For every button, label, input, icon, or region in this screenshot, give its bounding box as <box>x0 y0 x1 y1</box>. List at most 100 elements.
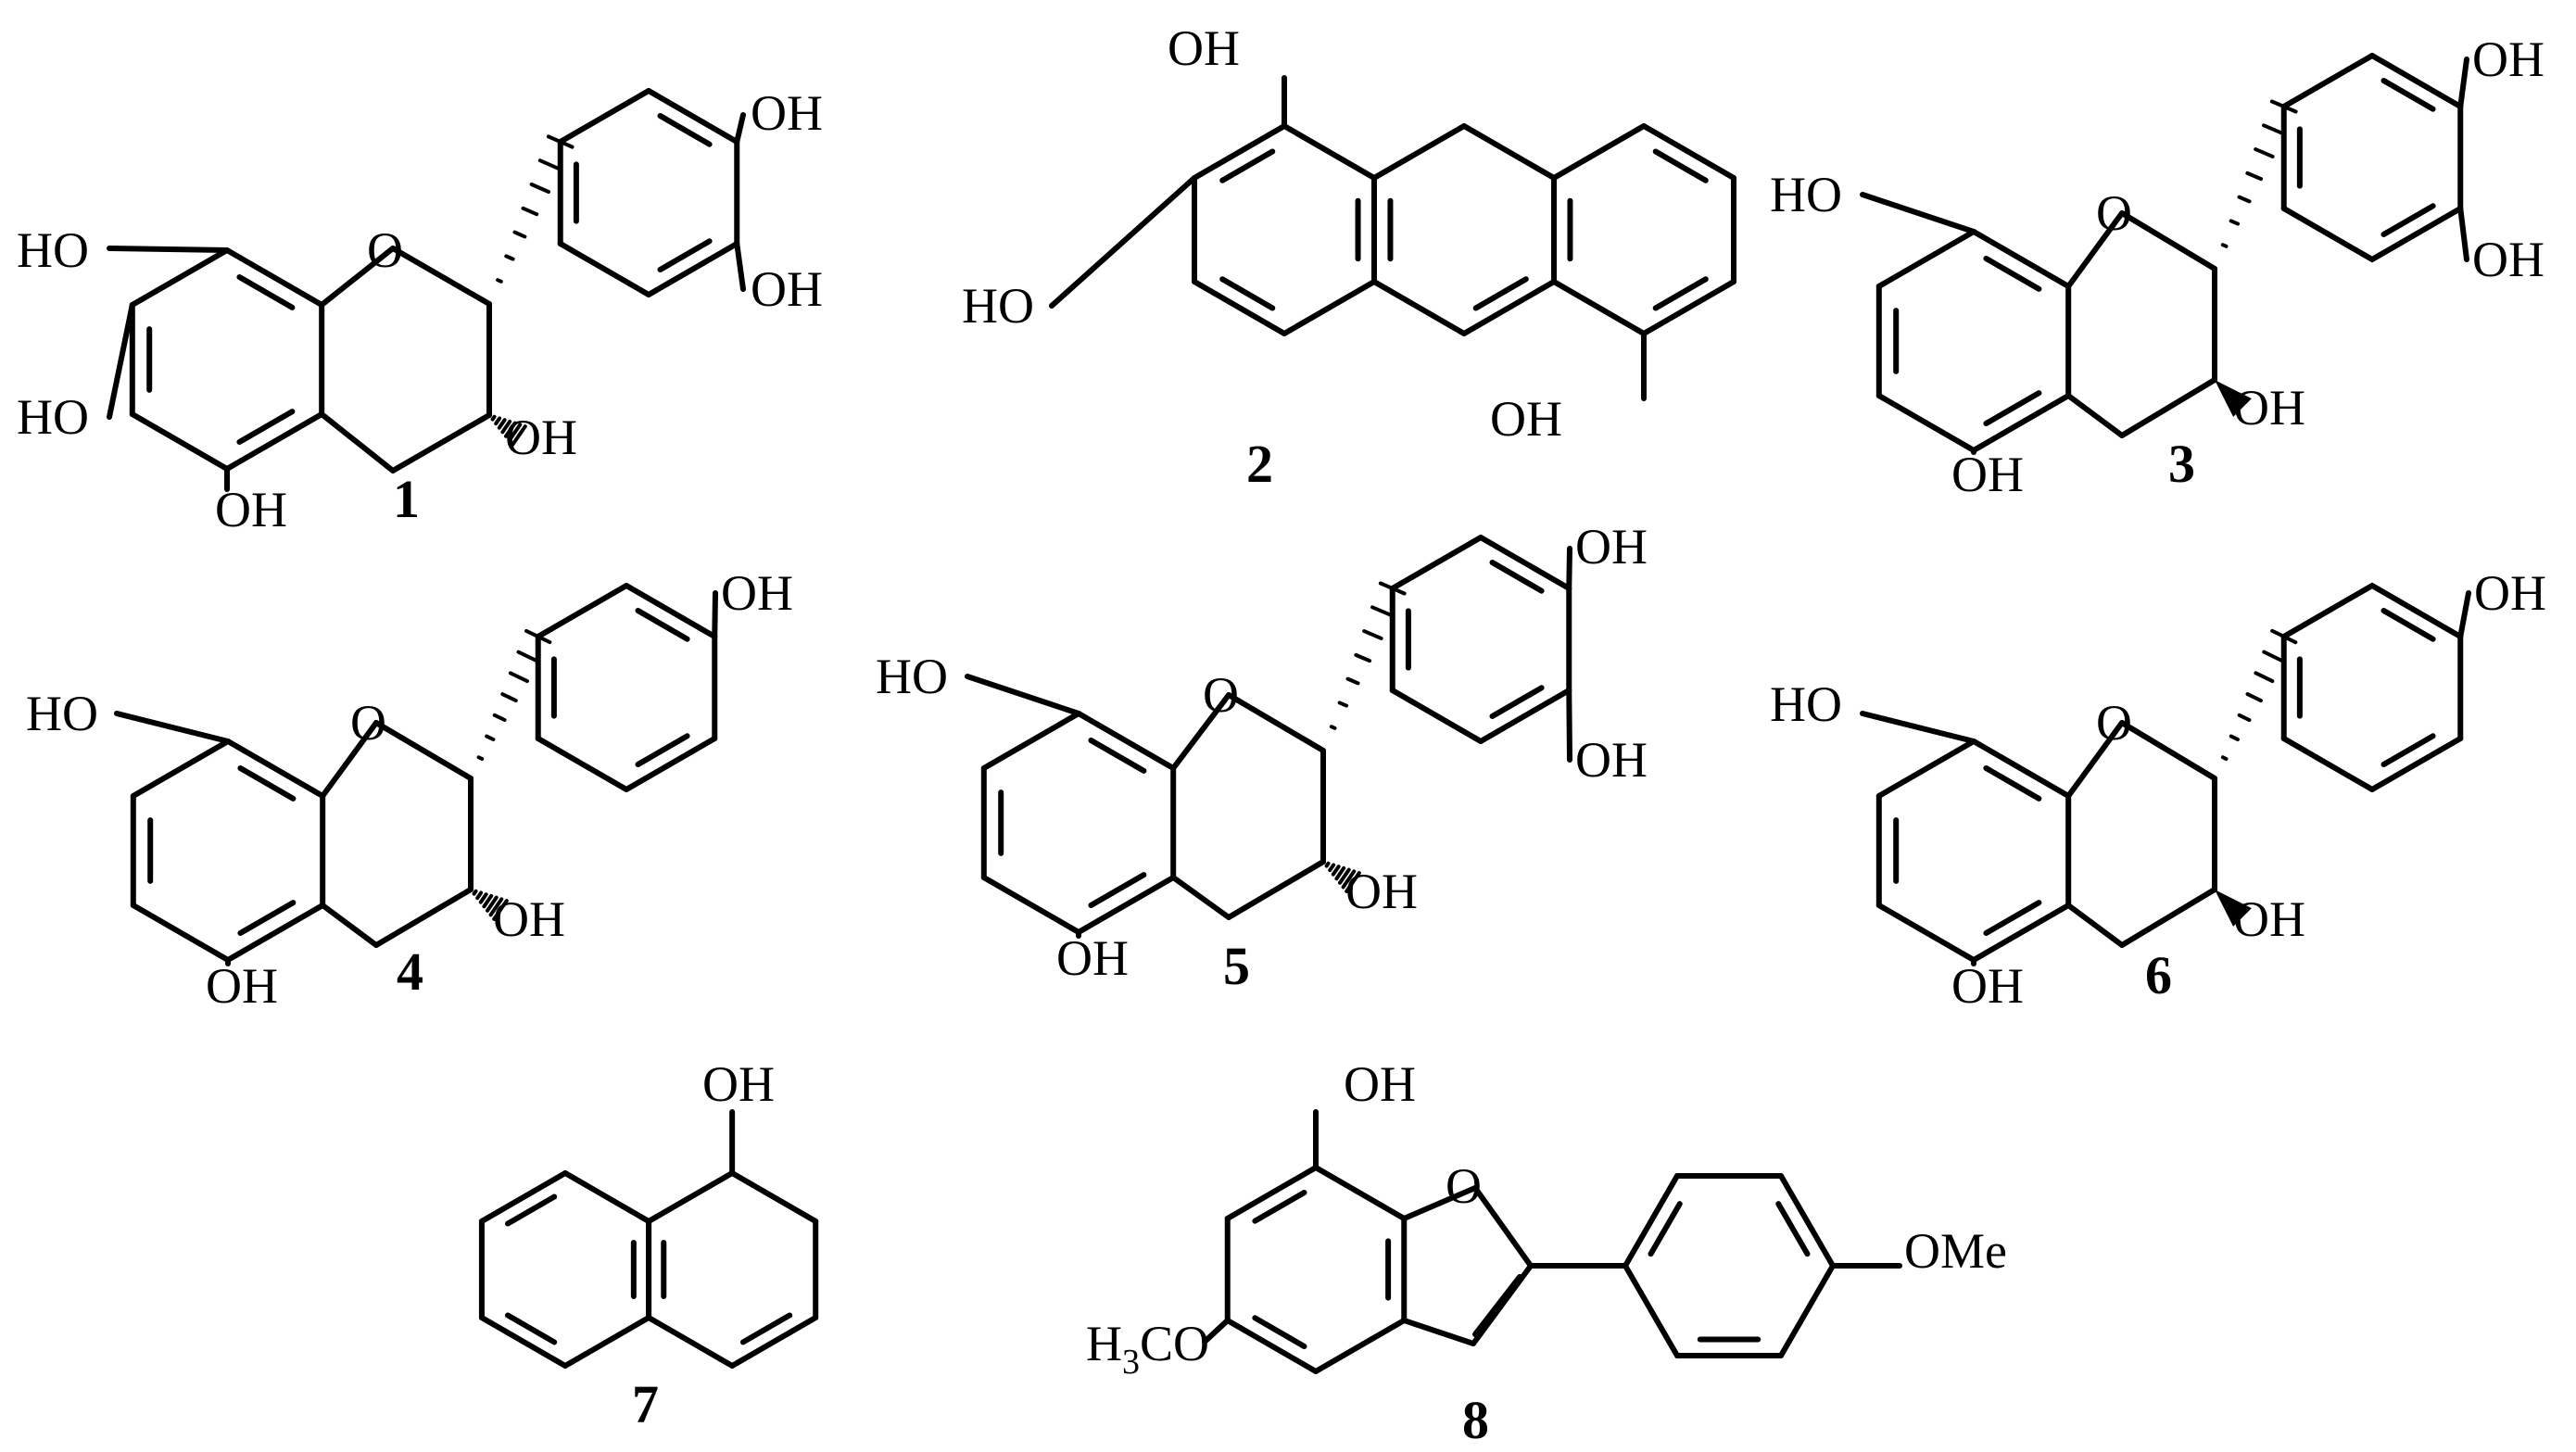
hash-bond-31 <box>490 414 497 422</box>
bond-52 <box>1460 279 1557 336</box>
hash-bond-215 <box>2254 671 2275 684</box>
bond-257 <box>1623 1263 1680 1358</box>
bond-208 <box>2369 583 2464 639</box>
compound-2-oh-bottom: OH <box>1490 391 1562 447</box>
bond-184 <box>1566 546 1572 591</box>
compound-3-oh-bottom: OH <box>1951 447 2024 502</box>
bond-154 <box>1088 737 1147 774</box>
bond-127 <box>624 583 718 639</box>
bond-17 <box>557 241 651 297</box>
hash-bond-99 <box>2254 147 2275 158</box>
bond-237 <box>729 1170 819 1224</box>
hash-bond-32 <box>494 416 502 426</box>
hash-bond-28 <box>529 182 550 195</box>
wedge-bond-218 <box>2215 890 2252 927</box>
compound-7: OH 7 <box>632 1056 775 1434</box>
compound-4: OH HO O OH OH 4 <box>26 565 793 1014</box>
compound-3-oh-c3: OH <box>2233 380 2305 436</box>
compound-4-ring-oxygen: O <box>350 695 386 751</box>
compound-1-oh-top: OH <box>751 85 823 141</box>
compound-8-methoxy-sub: 3 <box>1122 1343 1140 1382</box>
compound-8-methoxy-right: OMe <box>1904 1223 2007 1279</box>
bond-112 <box>130 739 231 799</box>
bond-67 <box>1652 148 1709 183</box>
hash-bond-214 <box>2245 692 2263 703</box>
compound-5-oh-top: OH <box>1575 519 1648 574</box>
hash-bond-174 <box>1362 629 1383 640</box>
bond-122 <box>635 733 690 767</box>
compound-8-methoxy-left: H3CO <box>1086 1316 1209 1382</box>
bond-258 <box>1623 1173 1680 1269</box>
bond-259 <box>1648 1201 1683 1257</box>
hash-bond-180 <box>1334 865 1346 881</box>
bond-241 <box>1224 1318 1319 1374</box>
bond-61 <box>1652 276 1709 311</box>
bond-65 <box>1550 123 1647 181</box>
bond-16 <box>657 238 713 272</box>
bond-236 <box>646 1170 736 1224</box>
compound-2-ho-left: HO <box>962 278 1034 334</box>
bond-20 <box>557 88 651 145</box>
hash-bond-26 <box>512 230 527 239</box>
bond-7 <box>224 247 325 308</box>
compound-8-oh: OH <box>1344 1056 1416 1112</box>
bond-144 <box>712 590 718 639</box>
compound-1-ho-lower: HO <box>17 389 89 445</box>
hash-bond-30 <box>546 134 575 149</box>
bond-11 <box>390 246 492 307</box>
compound-3-oh-top: OH <box>2472 32 2544 87</box>
bond-252 <box>1401 1318 1476 1346</box>
hash-bond-27 <box>521 206 539 217</box>
hash-bond-36 <box>507 423 523 443</box>
compound-5-ring-oxygen: O <box>1203 667 1239 723</box>
compound-6-ring-oxygen: O <box>2096 695 2132 751</box>
bond-73 <box>1983 390 2042 427</box>
compound-5-ho-left: HO <box>876 649 948 704</box>
compound-1-oh-c3: OH <box>505 410 577 465</box>
hash-bond-37 <box>511 424 527 447</box>
bond-198 <box>2119 720 2217 781</box>
compound-5: OH HO O OH OH OH 5 <box>876 519 1648 996</box>
hash-bond-24 <box>496 278 503 284</box>
bond-227 <box>504 1193 558 1227</box>
bond-195 <box>1983 764 2042 802</box>
hash-bond-178 <box>1328 863 1336 873</box>
compound-3: OH HO O OH OH OH 3 <box>1770 32 2544 502</box>
bond-163 <box>1389 688 1484 744</box>
bond-58 <box>1460 123 1557 181</box>
bond-162 <box>1489 685 1545 719</box>
bond-193 <box>1875 739 1976 799</box>
bond-85 <box>2065 393 2125 438</box>
bond-232 <box>739 1312 793 1345</box>
bond-8 <box>236 273 296 310</box>
bond-222 <box>562 1315 652 1369</box>
bond-77 <box>1875 229 1976 289</box>
bond-219 <box>2457 590 2471 639</box>
bond-226 <box>478 1170 568 1224</box>
bond-166 <box>1389 535 1484 591</box>
compound-7-number: 7 <box>632 1374 659 1434</box>
bond-layer <box>107 53 2471 1374</box>
bond-78 <box>1971 229 2072 289</box>
compound-3-oh-right: OH <box>2472 232 2544 287</box>
bond-13 <box>390 412 492 473</box>
bond-156 <box>1170 692 1231 771</box>
bond-74 <box>1875 393 1976 453</box>
bond-224 <box>504 1312 558 1345</box>
bond-160 <box>1170 875 1231 920</box>
bond-104 <box>2457 206 2469 262</box>
bond-62 <box>1550 279 1647 336</box>
bond-202 <box>2369 736 2464 792</box>
hash-bond-35 <box>504 421 517 438</box>
bond-1 <box>224 411 325 472</box>
compound-1-ring-oxygen: O <box>367 222 403 278</box>
bond-49 <box>1282 123 1377 181</box>
bond-113 <box>225 739 326 799</box>
compound-4-number: 4 <box>397 941 423 1002</box>
compound-3-ring-oxygen: O <box>2096 185 2132 241</box>
compound-1-oh-bottom: OH <box>215 482 287 537</box>
compound-1-number: 1 <box>393 469 420 529</box>
bond-209 <box>2380 608 2436 642</box>
hash-bond-140 <box>482 893 494 909</box>
hash-bond-25 <box>504 254 515 261</box>
